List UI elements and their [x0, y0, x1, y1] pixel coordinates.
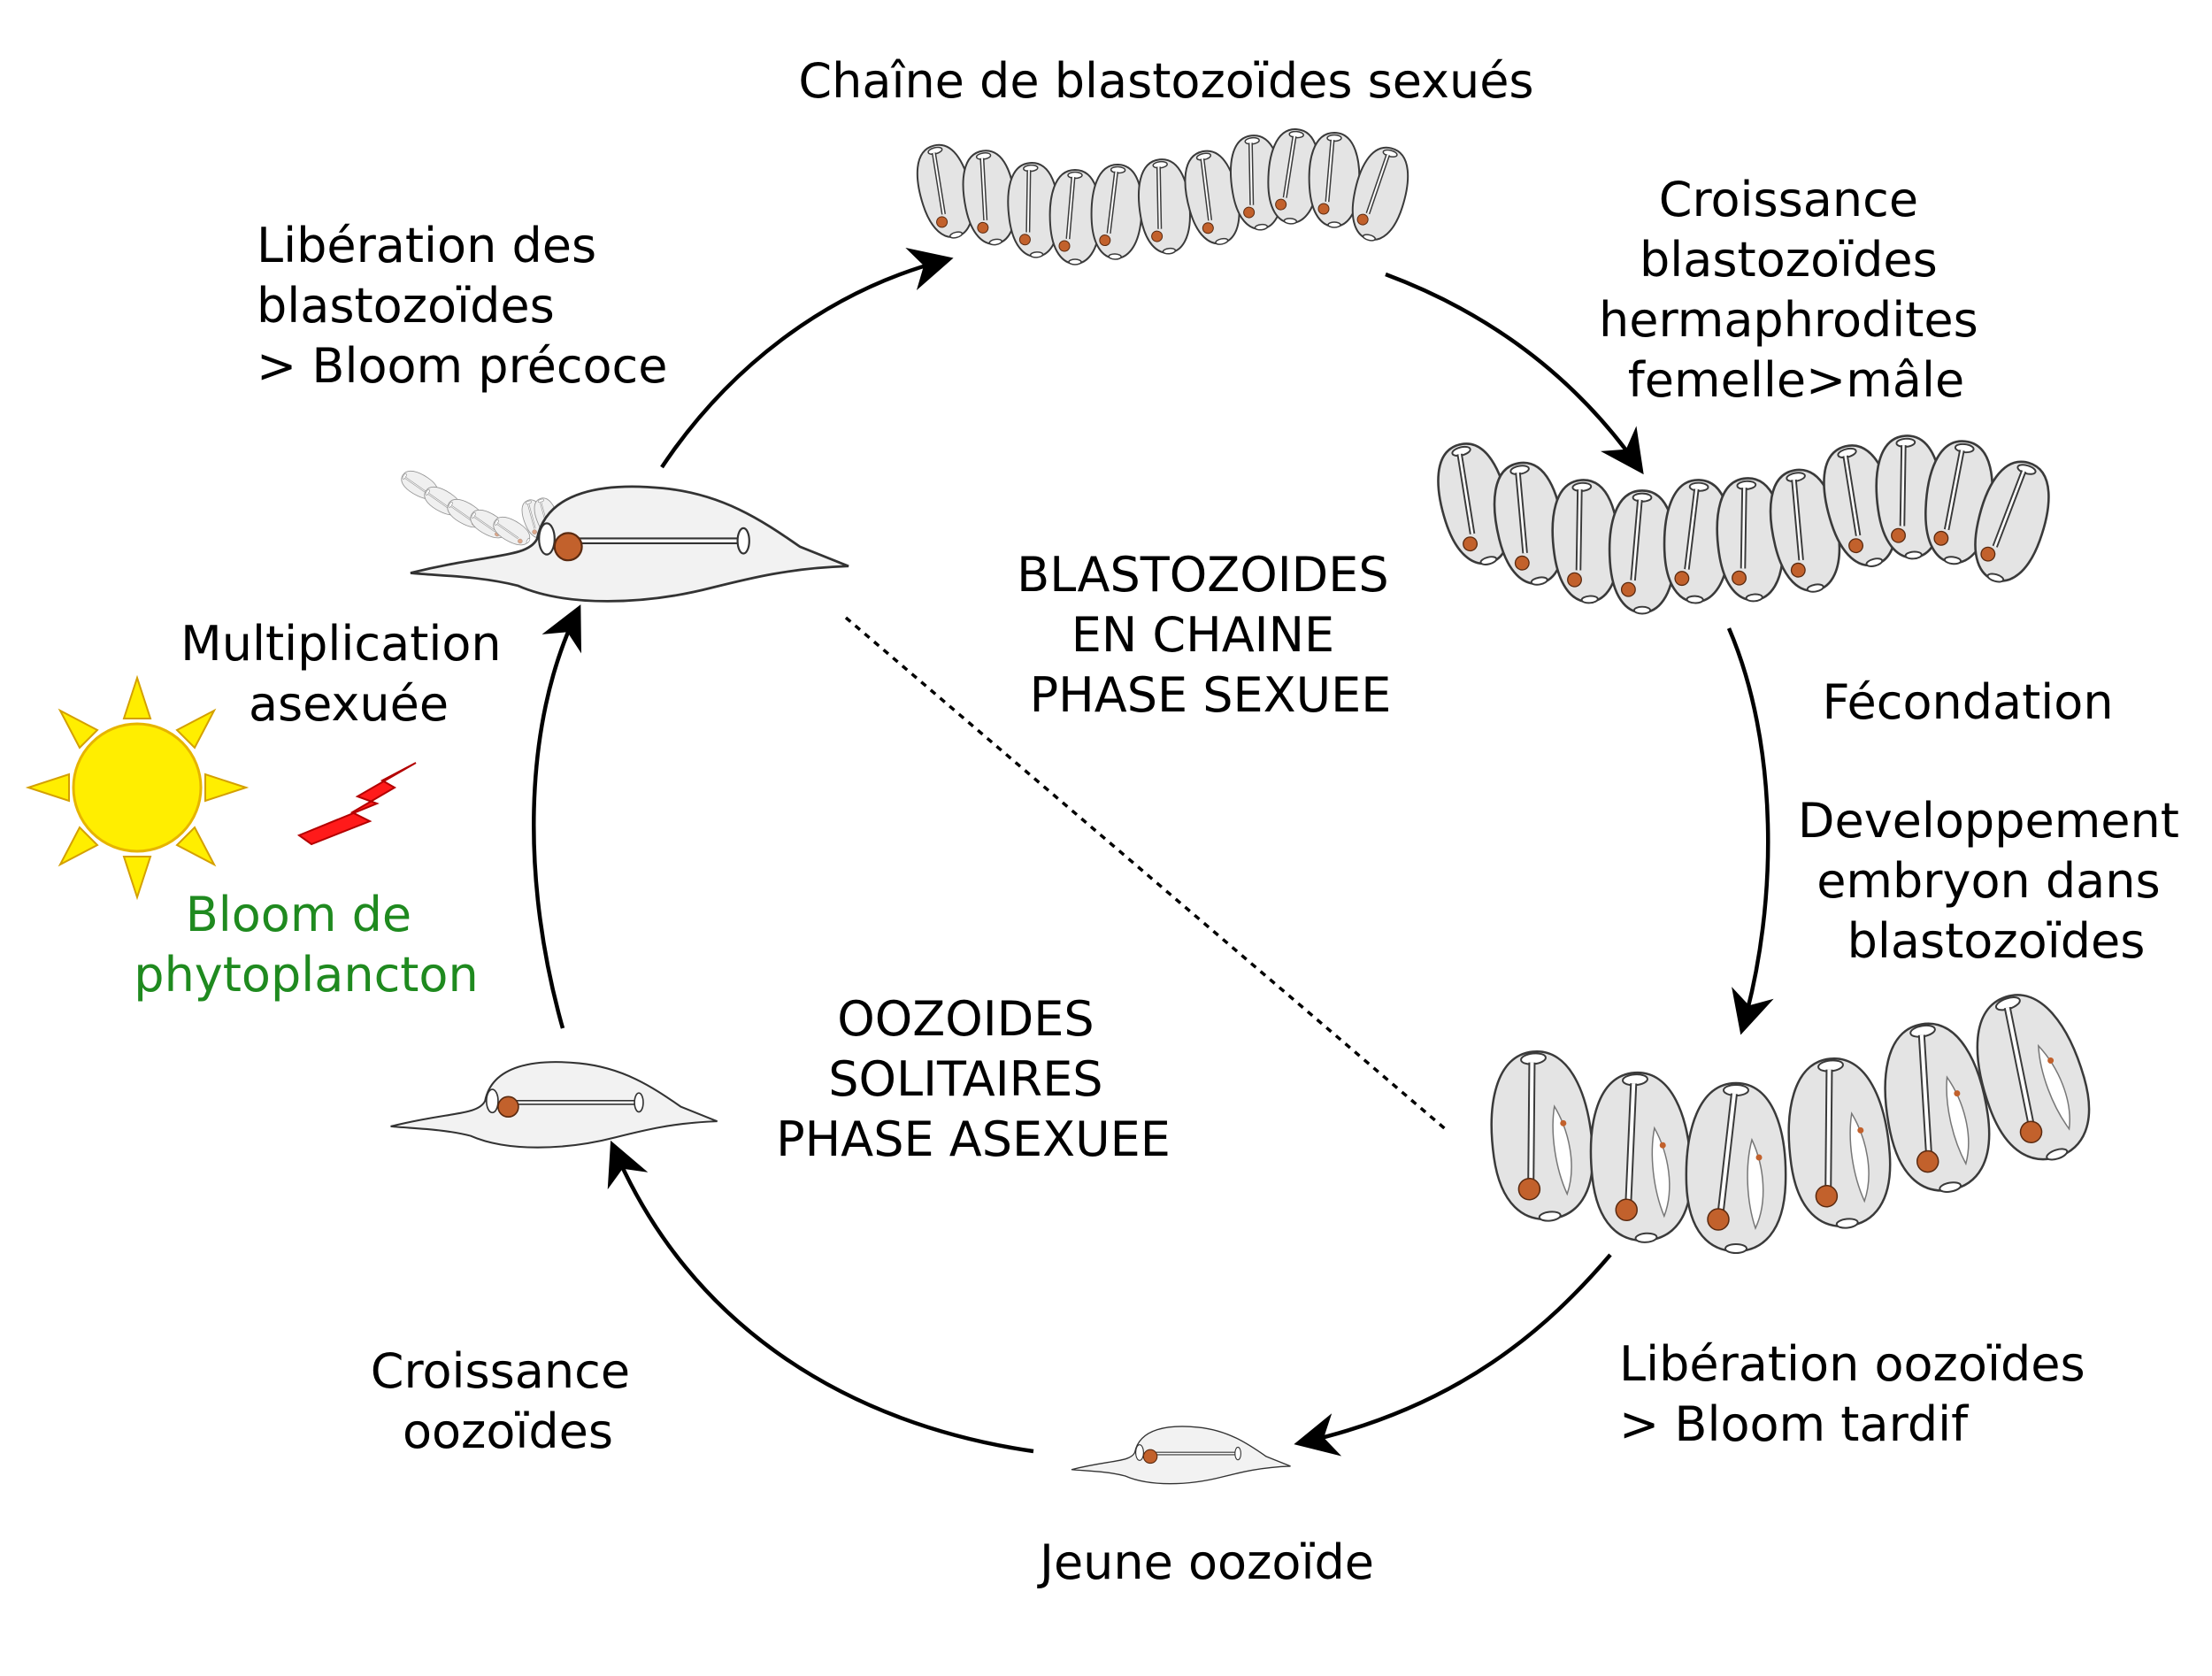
arrow-embryo-to-young — [1294, 1253, 1612, 1457]
label-asexual-phase: OOZOIDES SOLITAIRES PHASE ASEXUEE — [776, 991, 1171, 1167]
arrow-release-to-chain — [660, 248, 954, 469]
blastozooid-chain-embryos — [1483, 981, 2105, 1253]
label-liberation-oozooids: Libération oozoïdes > Bloom tardif — [1619, 1336, 2101, 1452]
label-fecondation: Fécondation — [1822, 674, 2113, 730]
budding-oozooid — [396, 465, 849, 602]
label-young-oozooid: Jeune oozoïde — [1037, 1534, 1374, 1590]
arrow-chain-to-growth — [1385, 272, 1644, 475]
arrow-solitary-to-budding — [532, 604, 582, 1029]
sun-icon — [25, 674, 250, 901]
blastozooid-chain-growing — [1428, 434, 2060, 614]
arrow-growth-to-embryo — [1726, 627, 1774, 1035]
label-sexual-phase: BLASTOZOIDES EN CHAINE PHASE SEXUEE — [1017, 547, 1404, 723]
label-growth-blastozooids: Croissance blastozoïdes hermaphrodites f… — [1599, 172, 1993, 408]
solitary-oozooid — [391, 1062, 718, 1148]
label-top-chain: Chaîne de blastozoïdes sexués — [798, 53, 1533, 109]
young-oozooid — [1070, 1425, 1293, 1486]
label-asexual-multiplication: Multiplication asexuée — [180, 616, 517, 732]
phase-separator — [844, 616, 1449, 1133]
blastozooid-chain-top — [910, 127, 1416, 265]
label-phytoplankton-bloom: Bloom de phytoplancton — [134, 887, 478, 1003]
label-growth-oozooids: Croissance oozoïdes — [371, 1343, 645, 1459]
label-developpement: Developpement embryon dans blastozoïdes — [1798, 793, 2194, 969]
label-liberation-blastozooids: Libération des blastozoïdes > Bloom préc… — [257, 218, 667, 394]
arrow-young-to-solitary — [607, 1140, 1034, 1454]
lightning-icon — [296, 762, 417, 846]
